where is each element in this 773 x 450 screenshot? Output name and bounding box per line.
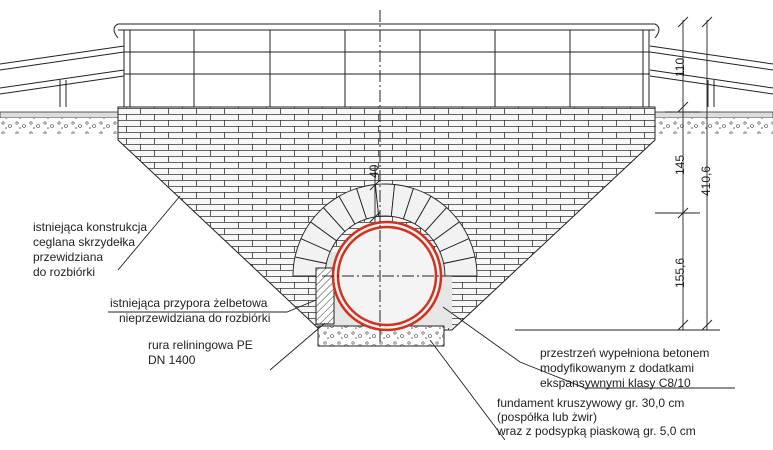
dim-40: 40	[367, 164, 381, 178]
brick-wing-wall	[117, 106, 656, 331]
label-existing-structure-3: przewidziana	[33, 250, 103, 264]
label-existing-structure-2: ceglana skrzydełka	[33, 235, 135, 249]
existing-abutment	[315, 267, 335, 325]
arch-voussoir	[443, 256, 478, 277]
label-filled-space-3: ekspansywnymi klasy C8/10	[540, 376, 691, 390]
leader-lines	[108, 195, 735, 441]
dim-110: 110	[673, 58, 687, 77]
label-existing-abutment-2: nieprzewidziana do rozbiórki	[119, 311, 270, 325]
label-relining-pipe-2: DN 1400	[148, 353, 196, 367]
label-relining-pipe-1: rura reliningowa PE	[148, 338, 253, 352]
dimension-lines	[369, 16, 720, 331]
label-filled-space-2: modyfikowanym z dodatkami	[540, 361, 694, 375]
label-existing-structure-1: istniejąca konstrukcja	[33, 220, 147, 234]
dim-155-6: 155,6	[673, 258, 687, 288]
label-filled-space-1: przestrzeń wypełniona betonem	[540, 346, 709, 360]
ground-right	[654, 111, 773, 134]
label-foundation-3: wraz z podsypką piaskową gr. 5,0 cm	[496, 424, 696, 438]
railing	[0, 23, 773, 107]
label-existing-abutment-1: istniejąca przypora żelbetowa	[110, 296, 268, 310]
dim-145: 145	[673, 155, 687, 175]
label-existing-structure-4: do rozbiórki	[33, 265, 95, 279]
brick-arch	[292, 183, 478, 277]
ground-left	[0, 111, 121, 134]
dim-410-6: 410,6	[699, 166, 713, 196]
label-foundation-1: fundament kruszywowy gr. 30,0 cm	[497, 396, 684, 410]
label-foundation-2: (pospółka lub żwir)	[497, 410, 597, 424]
